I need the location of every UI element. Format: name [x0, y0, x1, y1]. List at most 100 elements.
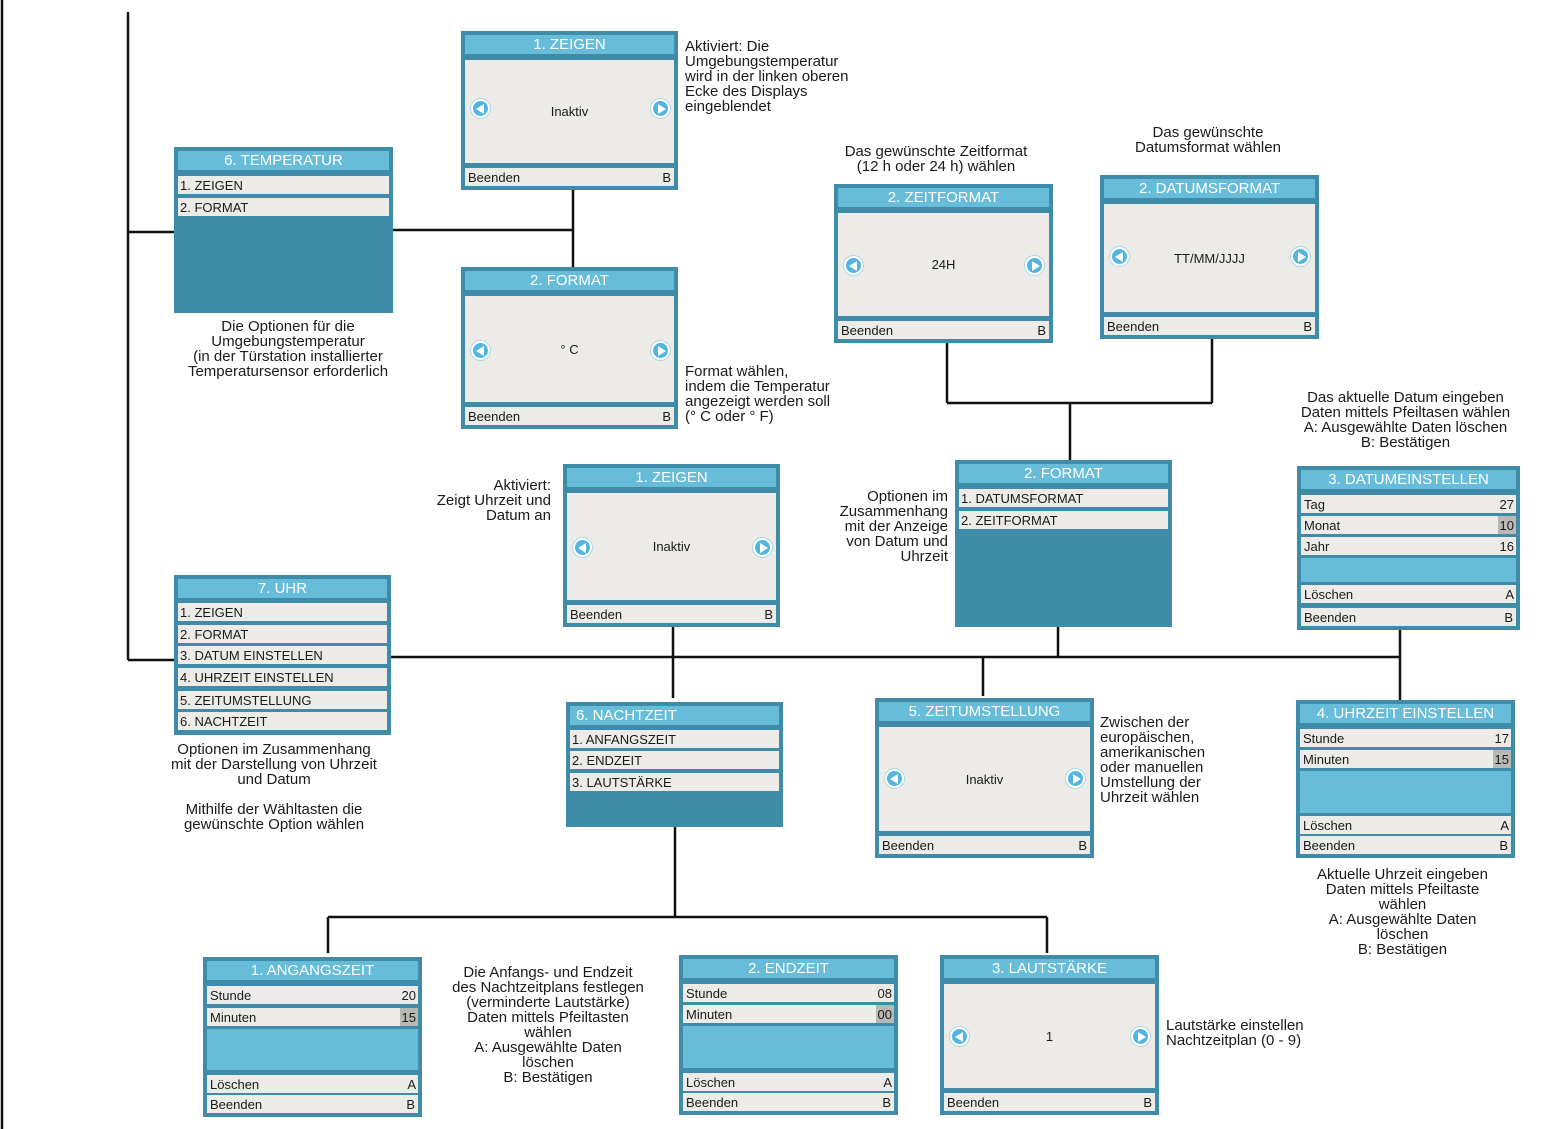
clear-label: Löschen: [1304, 587, 1354, 602]
arrow-right-icon[interactable]: [1131, 1027, 1150, 1046]
clear-label: Löschen: [686, 1075, 736, 1090]
clock-show-title: 1. ZEIGEN: [567, 468, 776, 487]
arrow-right-icon[interactable]: [1291, 247, 1310, 266]
clear-key: A: [1505, 587, 1514, 602]
end-time-empty-area: [683, 1026, 894, 1068]
exit-key: B: [882, 1095, 891, 1110]
exit-label: Beenden: [468, 409, 521, 424]
volume-note: Lautstärke einstellen Nachtzeitplan (0 -…: [1166, 1017, 1304, 1049]
night-menu-item-start[interactable]: 1. ANFANGSZEIT: [570, 730, 779, 749]
arrow-right-icon[interactable]: [651, 99, 670, 118]
arrow-left-icon[interactable]: [471, 99, 490, 118]
night-schedule-note: Die Anfangs- und Endzeit des Nachtzeitpl…: [452, 964, 644, 1086]
row-label: Monat: [1304, 518, 1341, 533]
arrow-left-icon[interactable]: [1110, 247, 1129, 266]
exit-key: B: [662, 170, 671, 185]
temperature-menu-caption: Die Optionen für die Umgebungstemperatur…: [187, 318, 389, 380]
clear-key: A: [1500, 818, 1509, 833]
exit-key: B: [764, 607, 773, 622]
volume-title: 3. LAUTSTÄRKE: [944, 959, 1155, 978]
row-value-selected: 15: [1492, 750, 1511, 768]
temperature-menu-item-format[interactable]: 2. FORMAT: [178, 198, 389, 217]
date-set-clear[interactable]: Löschen A: [1301, 585, 1516, 604]
exit-label: Beenden: [468, 170, 521, 185]
end-time-title: 2. ENDZEIT: [683, 959, 894, 978]
clock-show-value: Inaktiv: [652, 539, 691, 554]
row-value: 16: [1499, 539, 1514, 554]
temperature-menu-item-show[interactable]: 1. ZEIGEN: [178, 176, 389, 195]
row-label: Tag: [1304, 497, 1325, 512]
dst-title: 5. ZEITUMSTELLUNG: [879, 702, 1090, 721]
time-set-row-minute[interactable]: Minuten 15: [1300, 750, 1511, 769]
time-set-note: Aktuelle Uhrzeit eingeben Daten mittels …: [1317, 866, 1488, 958]
exit-label: Beenden: [882, 838, 935, 853]
temp-format-body: ° C: [465, 296, 674, 402]
temp-show-note: Aktiviert: Die Umgebungstemperatur wird …: [685, 38, 849, 115]
arrow-left-icon[interactable]: [573, 538, 592, 557]
night-menu: 6. NACHTZEIT 1. ANFANGSZEIT 2. ENDZEIT 3…: [566, 702, 783, 827]
clock-menu-item-show[interactable]: 1. ZEIGEN: [178, 603, 387, 622]
start-time-empty-area: [207, 1029, 418, 1070]
arrow-right-icon[interactable]: [753, 538, 772, 557]
dst-footer[interactable]: Beenden B: [879, 835, 1090, 854]
format-menu-item-date-format[interactable]: 1. DATUMSFORMAT: [959, 489, 1168, 508]
row-label: Minuten: [1303, 752, 1350, 767]
dst-value: Inaktiv: [965, 771, 1004, 787]
arrow-left-icon[interactable]: [950, 1027, 969, 1046]
exit-key: B: [662, 409, 671, 424]
clock-menu-item-set-date[interactable]: 3. DATUM EINSTELLEN: [178, 646, 387, 665]
arrow-left-icon[interactable]: [844, 256, 863, 275]
exit-key: B: [1078, 838, 1087, 853]
clock-menu-item-night[interactable]: 6. NACHTZEIT: [178, 712, 387, 731]
exit-key: B: [1037, 323, 1046, 338]
temp-format-value: ° C: [560, 341, 579, 357]
row-label: Stunde: [1303, 731, 1345, 746]
exit-key: B: [1143, 1095, 1152, 1110]
clock-show-footer[interactable]: Beenden B: [567, 604, 776, 623]
temp-show-title: 1. ZEIGEN: [465, 35, 674, 54]
format-menu-item-time-format[interactable]: 2. ZEITFORMAT: [959, 511, 1168, 530]
clock-menu-item-dst[interactable]: 5. ZEITUMSTELLUNG: [178, 691, 387, 710]
night-menu-item-end[interactable]: 2. ENDZEIT: [570, 751, 779, 770]
arrow-left-icon[interactable]: [471, 341, 490, 360]
night-menu-item-volume[interactable]: 3. LAUTSTÄRKE: [570, 773, 779, 792]
temperature-menu: 6. TEMPERATUR 1. ZEIGEN 2. FORMAT: [174, 147, 393, 313]
temp-show-screen: 1. ZEIGEN Inaktiv Beenden B: [461, 31, 678, 190]
exit-key: B: [1499, 838, 1508, 853]
temp-format-footer[interactable]: Beenden B: [465, 406, 674, 425]
arrow-right-icon[interactable]: [1025, 256, 1044, 275]
clock-menu-item-format[interactable]: 2. FORMAT: [178, 625, 387, 644]
arrow-left-icon[interactable]: [885, 769, 904, 788]
clock-menu-item-set-time[interactable]: 4. UHRZEIT EINSTELLEN: [178, 668, 387, 687]
clock-show-body: Inaktiv: [567, 493, 776, 600]
date-set-title: 3. DATUMEINSTELLEN: [1301, 470, 1516, 489]
temp-show-body: Inaktiv: [465, 60, 674, 163]
arrow-right-icon[interactable]: [651, 341, 670, 360]
temp-show-footer[interactable]: Beenden B: [465, 167, 674, 186]
exit-label: Beenden: [570, 607, 623, 622]
row-label: Minuten: [686, 1007, 733, 1022]
arrow-right-icon[interactable]: [1066, 769, 1085, 788]
